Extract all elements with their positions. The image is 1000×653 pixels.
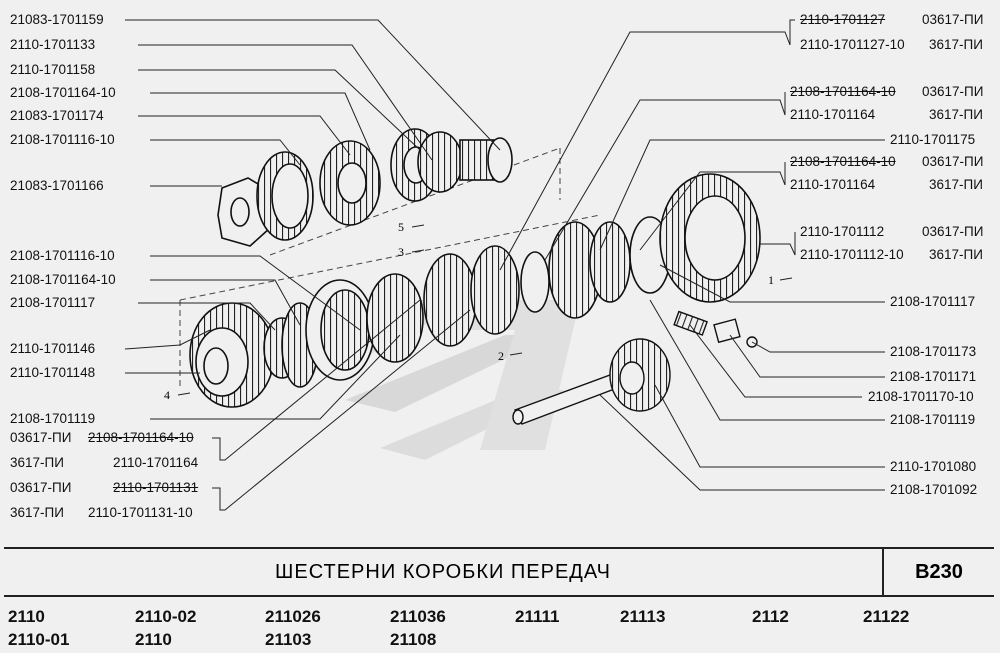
- model-number: 211036: [390, 607, 446, 626]
- leader-lines-left: [124, 19, 501, 511]
- model-number: 2110: [8, 607, 45, 626]
- code-label: 3617-ПИ: [10, 455, 64, 470]
- title-bar: ШЕСТЕРНИ КОРОБКИ ПЕРЕДАЧ В230: [4, 547, 994, 597]
- part-label: 2108-1701117: [10, 295, 96, 310]
- code-label: 03617-ПИ: [922, 12, 984, 27]
- leader-lines-right: [499, 19, 885, 491]
- code-label: 03617-ПИ: [10, 430, 72, 445]
- part-label: 2110-1701133: [10, 37, 96, 52]
- part-label: 2110-1701112: [800, 224, 885, 239]
- main-shaft-assembly: [189, 173, 761, 408]
- part-label: 2110-1701164: [790, 107, 876, 122]
- gear-3: [423, 253, 477, 347]
- code-label: 3617-ПИ: [10, 505, 64, 520]
- gear-marker-3: 3: [398, 245, 404, 259]
- part-label: 2108-1701119: [890, 412, 976, 427]
- part-label: 2108-1701164-10: [88, 430, 194, 445]
- code-label: 03617-ПИ: [922, 84, 984, 99]
- part-label: 2108-1701173: [890, 344, 977, 359]
- part-label: 21083-1701174: [10, 108, 104, 123]
- model-number: 21113: [620, 607, 666, 626]
- part-label: 2110-1701127-10: [800, 37, 905, 52]
- gear-marker-1: 1: [768, 273, 774, 287]
- part-label: 2108-1701116-10: [10, 248, 115, 263]
- code-label: 3617-ПИ: [929, 177, 983, 192]
- part-label: 2108-1701164-10: [10, 85, 116, 100]
- part-label: 2110-1701131: [113, 480, 199, 495]
- part-label: 2108-1701116-10: [10, 132, 115, 147]
- part-label: 2110-1701112-10: [800, 247, 904, 262]
- model-number: 21111: [515, 607, 560, 626]
- exploded-gearbox-diagram: 1 2 3 4 5: [124, 19, 885, 511]
- part-label: 21083-1701166: [10, 178, 104, 193]
- part-label: 2108-1701119: [10, 411, 96, 426]
- part-label: 2108-1701171: [890, 369, 977, 384]
- gear-marker-4: 4: [164, 388, 170, 402]
- part-label: 2110-1701146: [10, 341, 96, 356]
- part-label: 2108-1701092: [890, 482, 978, 497]
- code-label: 3617-ПИ: [929, 247, 983, 262]
- part-label: 2108-1701170-10: [868, 389, 974, 404]
- part-label: 2110-1701131-10: [88, 505, 193, 520]
- page-code: В230: [915, 561, 963, 583]
- model-number: 2110: [135, 630, 172, 649]
- model-number: 2110-01: [8, 630, 70, 649]
- model-number: 21108: [390, 630, 437, 649]
- part-label: 2110-1701148: [10, 365, 96, 380]
- gear-upper-3: [417, 131, 463, 193]
- model-number: 21103: [265, 630, 312, 649]
- upper-shaft-assembly: [217, 128, 513, 247]
- code-label: 3617-ПИ: [929, 37, 983, 52]
- small-parts: [512, 310, 758, 425]
- detent-block: [713, 318, 741, 344]
- part-label: 2110-1701080: [890, 459, 977, 474]
- code-label: 3617-ПИ: [929, 107, 983, 122]
- part-label: 2108-1701164-10: [10, 272, 116, 287]
- spacer: [520, 251, 550, 313]
- model-number: 211026: [265, 607, 321, 626]
- page-title: ШЕСТЕРНИ КОРОБКИ ПЕРЕДАЧ: [4, 549, 884, 595]
- spring: [673, 310, 708, 336]
- part-label: 2108-1701164-10: [790, 154, 896, 169]
- code-label: 03617-ПИ: [922, 224, 984, 239]
- gear-marker-5: 5: [398, 220, 404, 234]
- model-number: 21122: [863, 607, 910, 626]
- part-label: 21083-1701159: [10, 12, 104, 27]
- gear-2: [470, 245, 520, 335]
- model-number: 2110-02: [135, 607, 197, 626]
- gear-marker-arrows: [177, 224, 793, 396]
- code-label: 03617-ПИ: [10, 480, 72, 495]
- code-label: 03617-ПИ: [922, 154, 984, 169]
- part-label: 2110-1701164: [790, 177, 876, 192]
- part-label: 2110-1701158: [10, 62, 96, 77]
- gear-marker-2: 2: [498, 349, 504, 363]
- part-label: 2108-1701164-10: [790, 84, 896, 99]
- model-number: 2112: [752, 607, 789, 626]
- part-label: 2110-1701127: [800, 12, 886, 27]
- part-label: 2108-1701117: [890, 294, 976, 309]
- part-label: 2110-1701164: [113, 455, 199, 470]
- part-label: 2110-1701175: [890, 132, 976, 147]
- hub: [366, 273, 424, 363]
